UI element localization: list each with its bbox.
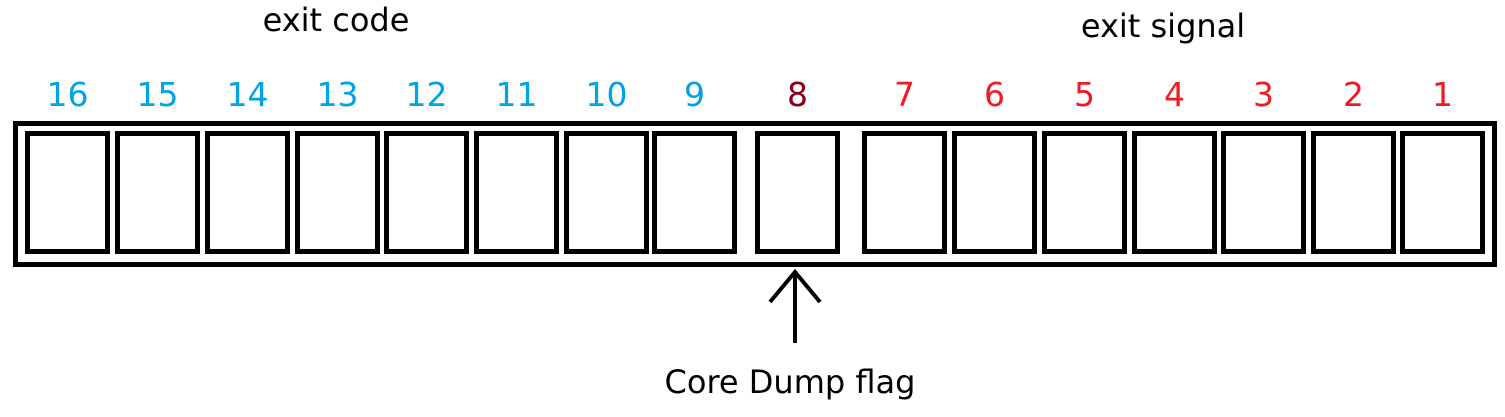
bit-box-9 [652,131,737,254]
bit-number-7: 7 [894,75,915,114]
bit-box-3 [1221,131,1306,254]
bit-number-2: 2 [1343,75,1364,114]
bit-box-4 [1132,131,1217,254]
bit-box-10 [564,131,649,254]
core-dump-flag-label: Core Dump flag [664,363,916,401]
arrow-up-icon [768,268,822,343]
bit-box-6 [952,131,1037,254]
bit-number-9: 9 [684,75,705,114]
bit-boxes [25,131,1485,254]
bit-number-11: 11 [495,75,538,114]
bit-box-1 [1400,131,1485,254]
bit-number-1: 1 [1432,75,1453,114]
bit-number-8: 8 [787,75,808,114]
bit-box-15 [115,131,200,254]
bit-box-8 [755,131,840,254]
bit-box-13 [295,131,380,254]
bit-number-16: 16 [46,75,89,114]
bit-number-5: 5 [1074,75,1095,114]
bit-box-14 [205,131,290,254]
bit-box-5 [1042,131,1127,254]
exit-signal-label: exit signal [1080,7,1246,45]
bit-box-12 [384,131,469,254]
bit-number-13: 13 [316,75,359,114]
bit-box-11 [474,131,559,254]
bit-number-15: 15 [136,75,179,114]
bit-number-3: 3 [1253,75,1274,114]
bit-number-12: 12 [405,75,448,114]
bit-number-14: 14 [226,75,269,114]
exit-code-label: exit code [262,1,410,39]
bit-number-10: 10 [585,75,628,114]
bit-number-6: 6 [984,75,1005,114]
bit-box-2 [1311,131,1396,254]
status-word-frame [13,121,1497,267]
bit-box-16 [25,131,110,254]
bit-number-4: 4 [1164,75,1185,114]
bit-box-7 [862,131,947,254]
